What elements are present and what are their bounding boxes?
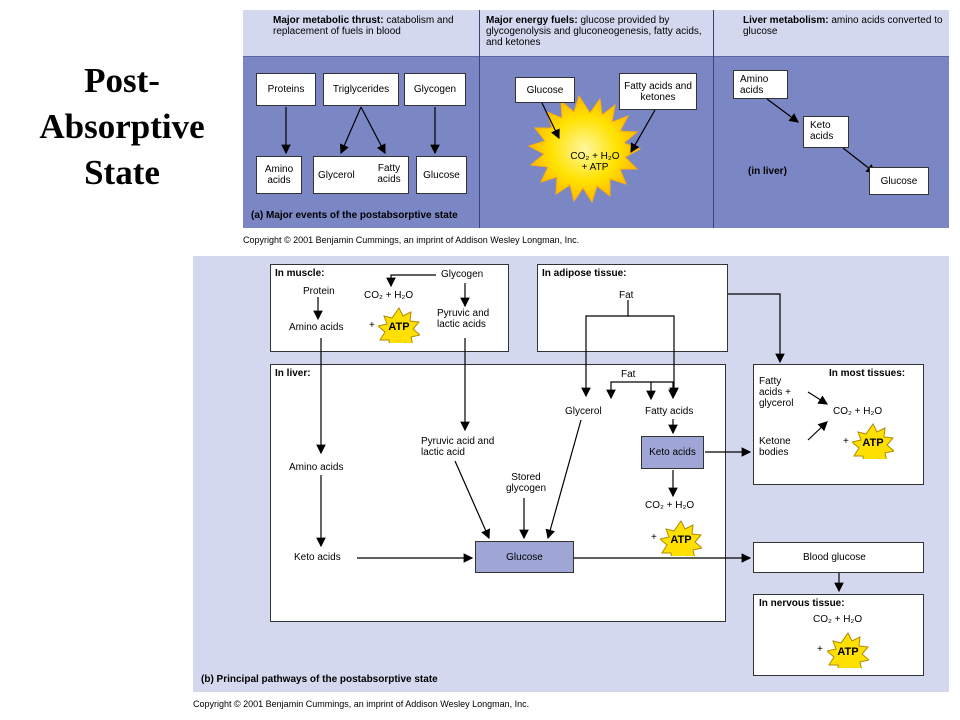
nervous-tissue-box — [753, 594, 924, 676]
glucose-box: Glucose — [416, 156, 467, 194]
muscle-plus: + — [369, 320, 375, 331]
glucose-fuel-box: Glucose — [515, 77, 575, 103]
panel-a-caption: (a) Major events of the postabsorptive s… — [251, 210, 458, 221]
sun-label-co2: CO₂ + H₂O — [570, 151, 620, 162]
atp-text: ATP — [388, 321, 409, 333]
fatty-acids-label: Fatty acids — [377, 163, 401, 185]
most-co2: CO₂ + H₂O — [833, 406, 883, 417]
atp-burst-icon: ATP — [378, 307, 420, 343]
panel-b-figure: Keto acids Glucose — [193, 256, 949, 692]
atp-text: ATP — [837, 646, 858, 658]
column-divider — [479, 10, 480, 228]
most-ketone-bodies: Ketone bodies — [759, 436, 791, 458]
most-plus: + — [843, 436, 849, 447]
liver-amino-acids: Amino acids — [289, 462, 344, 473]
adipose-title: In adipose tissue: — [542, 268, 627, 279]
amino-acids-box: Amino acids — [256, 156, 302, 194]
nervous-plus: + — [817, 644, 823, 655]
proteins-box: Proteins — [256, 73, 316, 106]
muscle-amino-acids: Amino acids — [289, 322, 344, 333]
liver-stored-glycogen: Stored glycogen — [505, 472, 547, 494]
muscle-title: In muscle: — [275, 268, 325, 279]
liver-keto-acids: Keto acids — [294, 552, 341, 563]
atp-burst-icon: ATP — [660, 520, 702, 556]
liver-pyruvic: Pyruvic acid and lactic acid — [421, 436, 495, 458]
glycogen-box: Glycogen — [404, 73, 466, 106]
panel-a-figure: Major metabolic thrust: catabolism and r… — [243, 10, 949, 228]
liver-glucose-box: Glucose — [475, 541, 574, 573]
liver-co2: CO₂ + H₂O — [645, 500, 695, 511]
muscle-co2: CO₂ + H₂O — [364, 290, 414, 301]
in-liver-label: (in liver) — [748, 166, 787, 177]
adipose-fat: Fat — [619, 290, 634, 301]
sun-icon — [527, 94, 642, 204]
liver-amino-acids-box: Amino acids — [733, 70, 788, 99]
glycerol-fatty-acids-box: Glycerol Fatty acids — [313, 156, 409, 194]
liver-glycerol: Glycerol — [565, 406, 602, 417]
most-fatty-acids: Fatty acids + glycerol — [759, 376, 794, 409]
header-metabolic-thrust: Major metabolic thrust: catabolism and r… — [273, 15, 454, 37]
panel-b-caption: (b) Principal pathways of the postabsorp… — [201, 674, 438, 685]
blood-glucose-box — [753, 542, 924, 573]
liver-box — [270, 364, 726, 622]
panel-a-copyright: Copyright © 2001 Benjamin Cummings, an i… — [243, 235, 580, 245]
blood-glucose-label: Blood glucose — [803, 552, 866, 563]
most-tissues-box — [753, 364, 924, 485]
muscle-pyruvic: Pyruvic and lactic acids — [437, 308, 490, 330]
atp-burst-icon: ATP — [852, 423, 894, 459]
liver-fat: Fat — [621, 369, 636, 380]
nervous-co2: CO₂ + H₂O — [813, 614, 863, 625]
atp-text: ATP — [670, 534, 691, 546]
atp-burst-icon: ATP — [827, 632, 869, 668]
sun-label-atp: + ATP — [581, 162, 609, 173]
liver-glucose-box: Glucose — [869, 167, 929, 195]
triglycerides-box: Triglycerides — [323, 73, 399, 106]
liver-title: In liver: — [275, 368, 311, 379]
header-energy-fuels: Major energy fuels: glucose provided by … — [486, 15, 702, 48]
panel-a-header — [243, 10, 949, 57]
liver-fatty-acids: Fatty acids — [645, 406, 694, 417]
muscle-protein: Protein — [303, 286, 335, 297]
slide-title: Post- Absorptive State — [8, 58, 236, 196]
fatty-acids-ketones-box: Fatty acids and ketones — [619, 73, 697, 110]
adipose-box — [537, 264, 728, 352]
panel-b-copyright: Copyright © 2001 Benjamin Cummings, an i… — [193, 699, 530, 709]
glycerol-label: Glycerol — [318, 170, 355, 181]
title-line-3: State — [84, 153, 160, 192]
liver-keto-acids-box: Keto acids — [641, 436, 704, 469]
muscle-glycogen: Glycogen — [441, 269, 484, 280]
title-line-2: Absorptive — [39, 107, 205, 146]
most-tissues-title: In most tissues: — [829, 368, 906, 379]
liver-plus: + — [651, 532, 657, 543]
keto-acids-box: Keto acids — [803, 116, 849, 148]
panel-b-arrows — [313, 274, 844, 593]
header-liver-metabolism: Liver metabolism: amino acids converted … — [743, 15, 943, 37]
atp-text: ATP — [862, 437, 883, 449]
nervous-title: In nervous tissue: — [759, 598, 845, 609]
column-divider — [713, 10, 714, 228]
title-line-1: Post- — [84, 61, 160, 100]
